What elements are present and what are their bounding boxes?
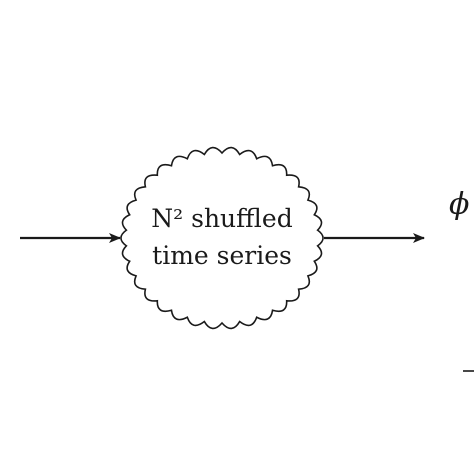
cloud-node [120, 146, 324, 330]
node-label-line2: time series [152, 241, 292, 270]
output-symbol: ϕ [449, 187, 469, 222]
node-label-line1: N² shuffled [151, 204, 292, 233]
